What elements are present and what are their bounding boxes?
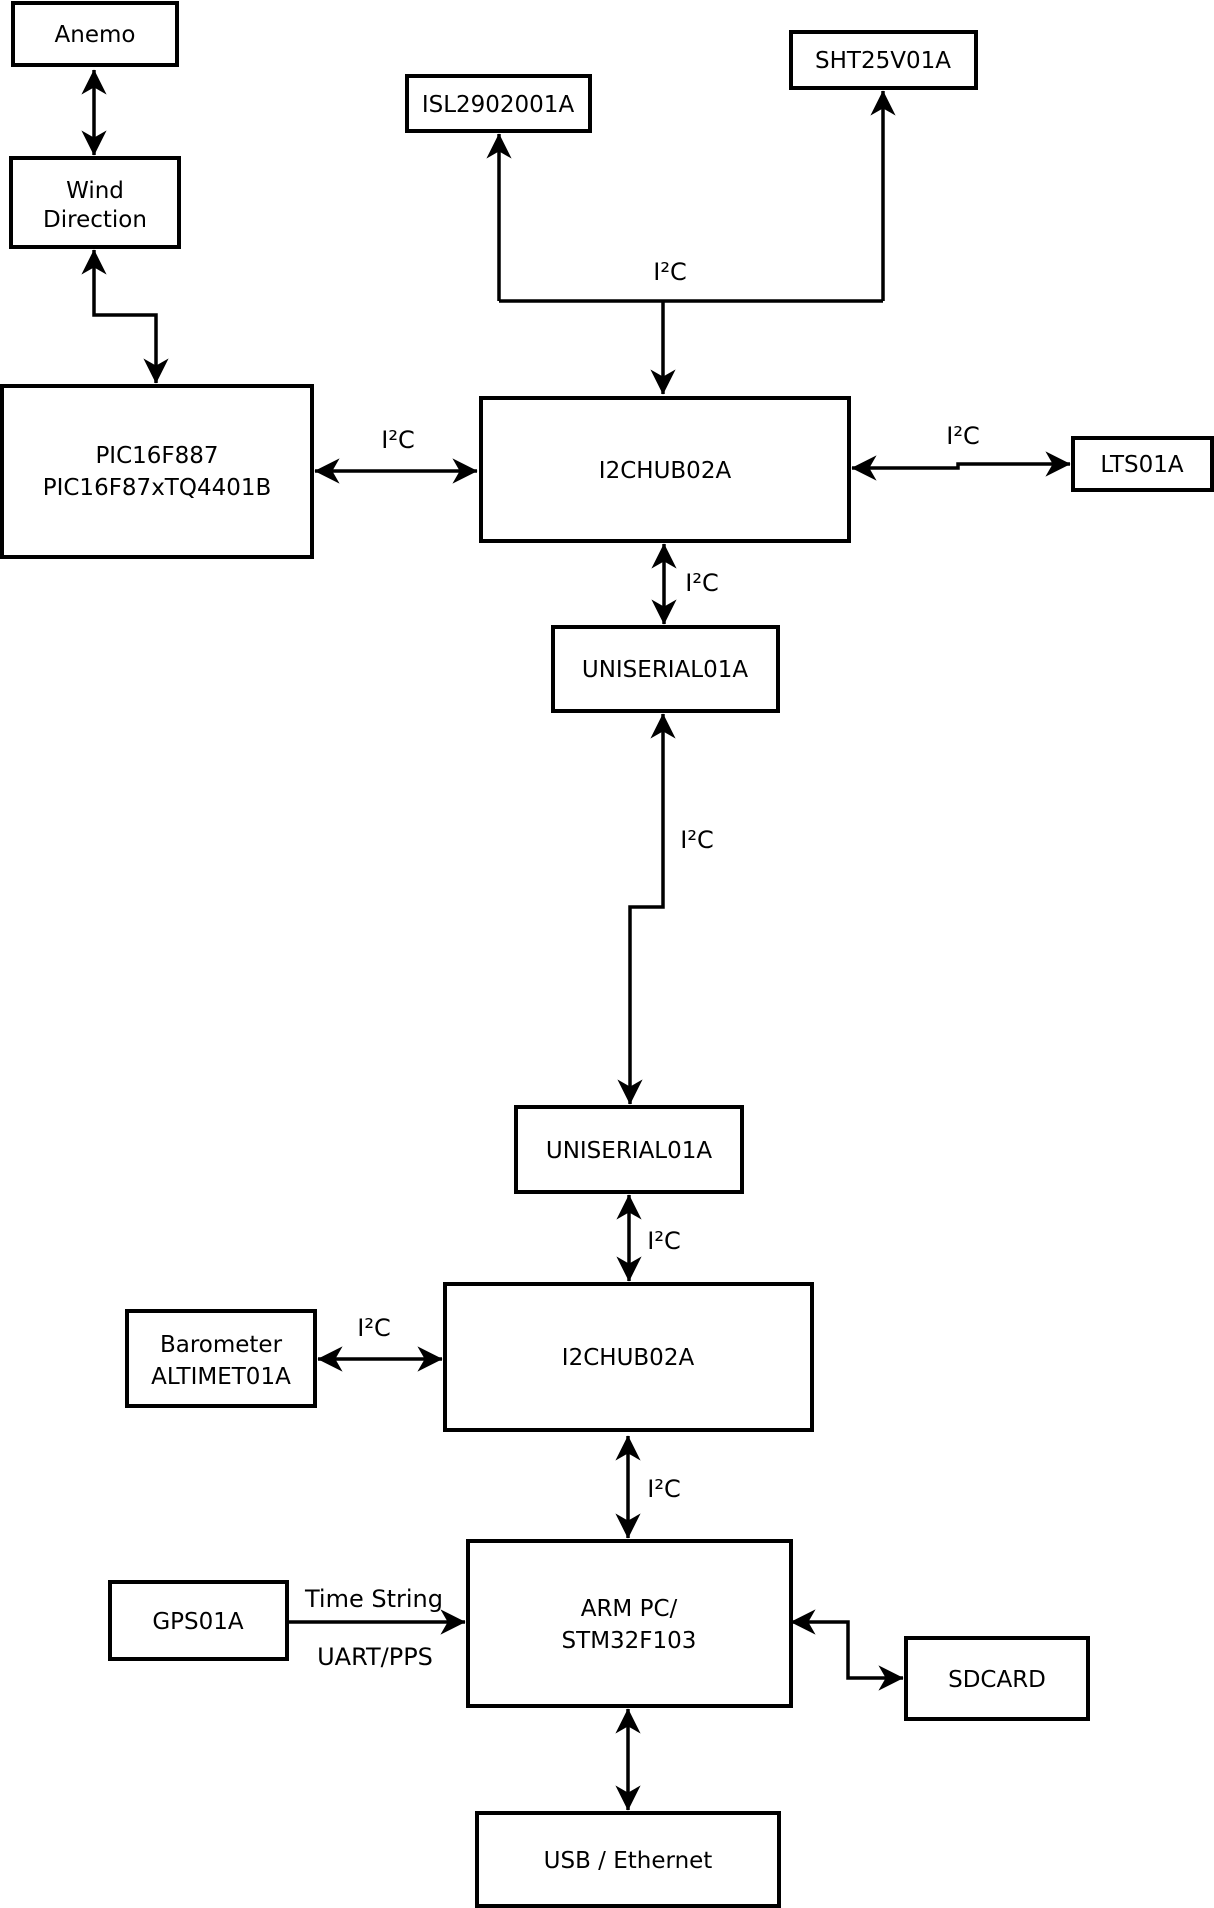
label-i2c-hub2-armpc: I²C <box>647 1475 680 1503</box>
node-sht25v01a: SHT25V01A <box>789 30 978 90</box>
node-i2chub02a-1-box <box>479 396 851 543</box>
node-pic16f887: PIC16F887 PIC16F87xTQ4401B <box>0 384 314 559</box>
node-usb-ethernet: USB / Ethernet <box>475 1811 781 1908</box>
node-armpc-stm32f103-box <box>466 1539 793 1708</box>
node-armpc-label-1: ARM PC/ <box>581 1596 678 1622</box>
node-wind-direction-box <box>9 156 181 249</box>
node-usb-ethernet-box <box>475 1811 781 1908</box>
node-lts01a: LTS01A <box>1071 436 1214 492</box>
node-sdcard-label: SDCARD <box>948 1667 1046 1693</box>
edge-uniserial1-uniserial2 <box>617 713 676 1105</box>
label-i2c-barometer-hub2: I²C <box>357 1314 390 1342</box>
node-sdcard-box <box>904 1636 1090 1721</box>
node-uniserial01a-2: UNISERIAL01A <box>514 1105 744 1194</box>
node-sht25v01a-box <box>789 30 978 90</box>
node-pic16f887-box <box>0 384 314 559</box>
node-uniserial01a-1-label: UNISERIAL01A <box>582 657 749 683</box>
label-i2c-pic-hub1: I²C <box>381 426 414 454</box>
node-barometer-altimet01a-box <box>125 1309 317 1408</box>
node-sht25v01a-label: SHT25V01A <box>815 48 951 74</box>
node-isl2902001a: ISL2902001A <box>405 74 592 133</box>
node-uniserial01a-1-box <box>551 625 780 713</box>
label-i2c-uniserial2-hub2: I²C <box>647 1227 680 1255</box>
node-i2chub02a-2-label: I2CHUB02A <box>562 1345 695 1371</box>
node-armpc-stm32f103: ARM PC/ STM32F103 <box>466 1539 793 1708</box>
node-i2chub02a-2-box <box>443 1282 814 1432</box>
node-pic16f887-label-2: PIC16F87xTQ4401B <box>43 475 272 501</box>
node-wind-direction-label-2: Direction <box>43 207 147 233</box>
edge-hub1-lts <box>851 451 1071 481</box>
node-wind-direction-label-1: Wind <box>66 178 124 204</box>
node-barometer-altimet01a: Barometer ALTIMET01A <box>125 1309 317 1408</box>
label-i2c-hub1-uniserial1: I²C <box>685 569 718 597</box>
node-uniserial01a-2-box <box>514 1105 744 1194</box>
node-barometer-label-2: ALTIMET01A <box>151 1364 291 1390</box>
node-anemo-label: Anemo <box>55 22 136 48</box>
label-i2c-uniserial1-uniserial2: I²C <box>680 826 713 854</box>
node-anemo: Anemo <box>11 1 179 67</box>
node-isl2902001a-box <box>405 74 592 133</box>
label-uart-pps: UART/PPS <box>317 1643 433 1671</box>
edge-winddirection-pic <box>81 249 169 384</box>
node-gps01a-box <box>108 1580 289 1661</box>
edge-armpc-sdcard <box>790 1609 904 1691</box>
label-time-string: Time String <box>304 1585 443 1613</box>
node-armpc-label-2: STM32F103 <box>562 1628 697 1654</box>
node-i2chub02a-1-label: I2CHUB02A <box>599 458 732 484</box>
node-wind-direction: Wind Direction <box>9 156 181 249</box>
node-anemo-box <box>11 1 179 67</box>
node-uniserial01a-1: UNISERIAL01A <box>551 625 780 713</box>
node-lts01a-box <box>1071 436 1214 492</box>
node-usb-ethernet-label: USB / Ethernet <box>544 1848 713 1874</box>
node-i2chub02a-1: I2CHUB02A <box>479 396 851 543</box>
node-i2chub02a-2: I2CHUB02A <box>443 1282 814 1432</box>
node-sdcard: SDCARD <box>904 1636 1090 1721</box>
node-lts01a-label: LTS01A <box>1100 452 1184 478</box>
node-gps01a-label: GPS01A <box>152 1609 244 1635</box>
node-gps01a: GPS01A <box>108 1580 289 1661</box>
node-isl2902001a-label: ISL2902001A <box>422 92 575 118</box>
node-pic16f887-label-1: PIC16F887 <box>95 443 218 469</box>
label-i2c-bus-top: I²C <box>653 258 686 286</box>
label-i2c-hub1-lts: I²C <box>946 422 979 450</box>
node-barometer-label-1: Barometer <box>160 1332 283 1358</box>
node-uniserial01a-2-label: UNISERIAL01A <box>546 1138 713 1164</box>
